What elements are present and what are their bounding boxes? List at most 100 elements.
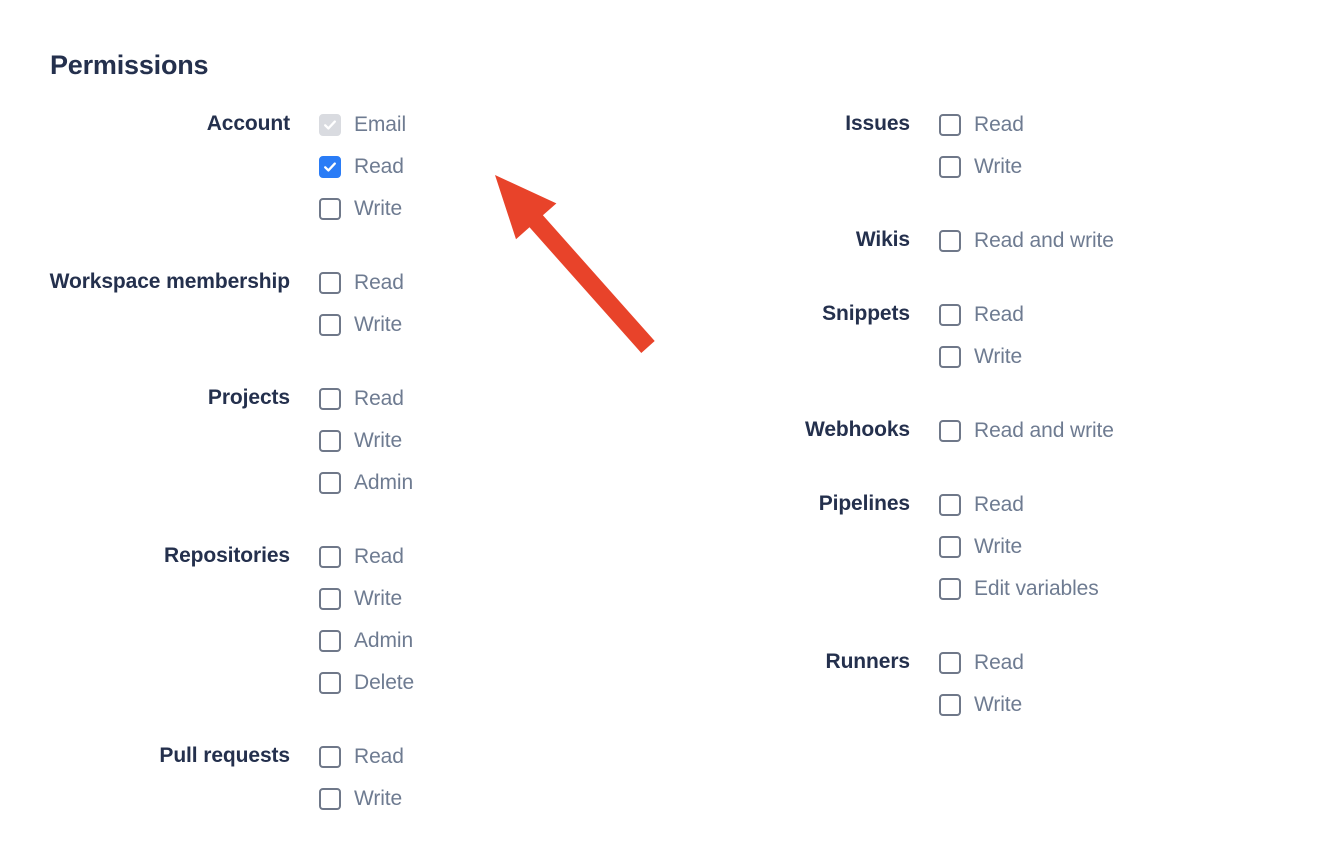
permission-option-webhooks-read-and-write[interactable]: Read and write <box>939 410 1114 452</box>
permission-option-label-snippets-write: Write <box>974 345 1023 368</box>
checkbox-snippets-read[interactable] <box>939 304 961 326</box>
permission-group-webhooks: Webhooks Read and write <box>660 410 1322 452</box>
permission-option-runners-write[interactable]: Write <box>939 684 1024 726</box>
checkbox-repositories-read[interactable] <box>319 546 341 568</box>
permission-option-account-email[interactable]: Email <box>319 104 406 146</box>
permission-option-label-repositories-write: Write <box>354 587 403 610</box>
permission-option-runners-read[interactable]: Read <box>939 642 1024 684</box>
permission-option-pipelines-edit-variables[interactable]: Edit variables <box>939 568 1099 610</box>
checkbox-account-email <box>319 114 341 136</box>
checkbox-wikis-read-and-write[interactable] <box>939 230 961 252</box>
permission-group-options-webhooks: Read and write <box>939 410 1114 452</box>
permission-group-label-pull-requests: Pull requests <box>159 744 290 767</box>
permission-option-wikis-read-and-write[interactable]: Read and write <box>939 220 1114 262</box>
permission-option-label-snippets-read: Read <box>974 303 1024 326</box>
checkbox-runners-write[interactable] <box>939 694 961 716</box>
permission-option-label-runners-read: Read <box>974 651 1024 674</box>
permission-group-label-snippets: Snippets <box>822 302 910 325</box>
permission-option-account-write[interactable]: Write <box>319 188 406 230</box>
checkbox-workspace-membership-write[interactable] <box>319 314 341 336</box>
permission-option-workspace-membership-read[interactable]: Read <box>319 262 404 304</box>
check-icon <box>324 120 336 130</box>
permission-option-projects-write[interactable]: Write <box>319 420 413 462</box>
permission-option-account-read[interactable]: Read <box>319 146 406 188</box>
permission-option-pull-requests-read[interactable]: Read <box>319 736 404 778</box>
permission-group-label-webhooks: Webhooks <box>805 418 910 441</box>
checkbox-webhooks-read-and-write[interactable] <box>939 420 961 442</box>
check-icon <box>324 162 336 172</box>
permission-option-snippets-read[interactable]: Read <box>939 294 1024 336</box>
permission-group-label-account: Account <box>206 112 290 135</box>
permission-group-label-issues: Issues <box>845 112 910 135</box>
permission-option-label-wikis-read-and-write: Read and write <box>974 229 1114 252</box>
permission-group-options-wikis: Read and write <box>939 220 1114 262</box>
permission-option-label-projects-admin: Admin <box>354 471 414 494</box>
permission-option-issues-write[interactable]: Write <box>939 146 1024 188</box>
checkbox-issues-write[interactable] <box>939 156 961 178</box>
permission-group-label-projects: Projects <box>207 386 290 409</box>
permission-option-workspace-membership-write[interactable]: Write <box>319 304 404 346</box>
checkbox-repositories-delete[interactable] <box>319 672 341 694</box>
permission-option-label-pull-requests-write: Write <box>354 787 403 810</box>
permission-option-label-projects-read: Read <box>354 387 404 410</box>
permission-option-pipelines-write[interactable]: Write <box>939 526 1099 568</box>
permission-group-label-repositories: Repositories <box>164 544 290 567</box>
permission-option-projects-admin[interactable]: Admin <box>319 462 413 504</box>
checkbox-pipelines-edit-variables[interactable] <box>939 578 961 600</box>
checkbox-projects-read[interactable] <box>319 388 341 410</box>
checkbox-projects-admin[interactable] <box>319 472 341 494</box>
permission-option-label-runners-write: Write <box>974 693 1023 716</box>
permission-option-repositories-admin[interactable]: Admin <box>319 620 414 662</box>
permission-option-label-pull-requests-read: Read <box>354 745 404 768</box>
permission-option-label-projects-write: Write <box>354 429 403 452</box>
permission-option-label-account-email: Email <box>354 113 407 136</box>
permission-option-repositories-read[interactable]: Read <box>319 536 414 578</box>
page-title: Permissions <box>50 50 209 80</box>
checkbox-account-read[interactable] <box>319 156 341 178</box>
checkbox-pull-requests-read[interactable] <box>319 746 341 768</box>
checkbox-repositories-admin[interactable] <box>319 630 341 652</box>
permission-option-pull-requests-write[interactable]: Write <box>319 778 404 820</box>
checkbox-workspace-membership-read[interactable] <box>319 272 341 294</box>
checkbox-pipelines-read[interactable] <box>939 494 961 516</box>
permission-option-pipelines-read[interactable]: Read <box>939 484 1099 526</box>
checkbox-projects-write[interactable] <box>319 430 341 452</box>
checkbox-pull-requests-write[interactable] <box>319 788 341 810</box>
permission-group-label-workspace-membership: Workspace membership <box>49 270 290 293</box>
permission-option-snippets-write[interactable]: Write <box>939 336 1024 378</box>
permission-option-repositories-write[interactable]: Write <box>319 578 414 620</box>
checkbox-snippets-write[interactable] <box>939 346 961 368</box>
permission-option-label-workspace-membership-write: Write <box>354 313 403 336</box>
permission-option-repositories-delete[interactable]: Delete <box>319 662 414 704</box>
checkbox-repositories-write[interactable] <box>319 588 341 610</box>
checkbox-account-write[interactable] <box>319 198 341 220</box>
permission-option-issues-read[interactable]: Read <box>939 104 1024 146</box>
permission-option-projects-read[interactable]: Read <box>319 378 413 420</box>
permission-option-label-pipelines-edit-variables: Edit variables <box>974 577 1099 600</box>
checkbox-pipelines-write[interactable] <box>939 536 961 558</box>
checkbox-runners-read[interactable] <box>939 652 961 674</box>
permission-option-label-issues-write: Write <box>974 155 1023 178</box>
checkbox-issues-read[interactable] <box>939 114 961 136</box>
permission-option-label-repositories-admin: Admin <box>354 629 414 652</box>
permission-option-label-pipelines-read: Read <box>974 493 1024 516</box>
permission-option-label-account-write: Write <box>354 197 403 220</box>
